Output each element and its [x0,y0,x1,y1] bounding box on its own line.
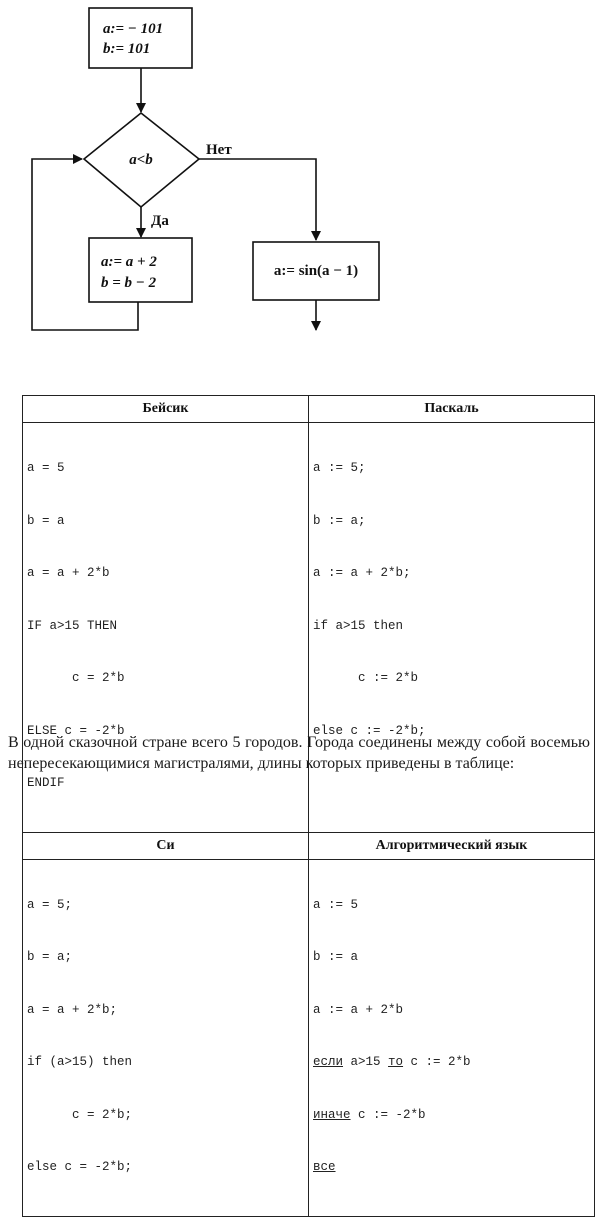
yes-label: Да [151,213,169,229]
code-line: b = a [27,513,65,528]
code-line-end: все [313,1159,590,1177]
loop-block [88,237,193,303]
code-fragment: a>15 [343,1055,389,1069]
code-line: a := a + 2*b [313,1002,404,1017]
code-line: a = 5; [27,897,73,912]
header-row-2: Си Алгоритмический язык [22,831,595,860]
keyword-then: то [388,1055,404,1069]
code-line: c = 2*b; [27,1107,133,1122]
no-label: Нет [206,142,232,158]
code-line: IF a>15 THEN [27,618,118,633]
code-line: ENDIF [27,776,65,790]
code-line: ELSE c = -2*b [27,723,125,738]
code-row-2: a = 5; b = a; a = a + 2*b; if (a>15) the… [22,858,595,1217]
init-line-2: b:= 101 [103,41,150,57]
keyword-if: если [313,1055,344,1069]
code-line: a = a + 2*b; [27,1002,118,1017]
keyword-else: иначе [313,1107,351,1122]
code-line: c := 2*b [313,671,419,685]
header-basic: Бейсик [22,395,309,423]
header-c: Си [22,831,309,860]
exit-block [252,241,380,301]
code-line: b = a; [27,950,73,964]
code-row-1: a = 5 b = a a = a + 2*b IF a>15 THEN c =… [22,422,595,833]
code-line: if (a>15) then [27,1055,133,1069]
init-block [88,7,193,69]
task-text: В одной сказочной стране всего 5 городов… [8,734,590,772]
code-line: a = 5 [27,461,65,475]
code-line: b := a; [313,513,366,528]
exit-block-text: a:= sin(a − 1) [274,263,358,279]
code-line: b := a [313,950,359,964]
code-line: a := 5; [313,461,366,475]
arrow-no [199,158,321,241]
loop-back-line [31,154,139,331]
header-pascal: Паскаль [308,395,595,423]
code-fragment: c := 2*b [403,1055,471,1069]
code-line: a = a + 2*b [27,566,110,580]
init-line-1: a:= − 101 [103,21,163,37]
header-algo: Алгоритмический язык [308,831,595,860]
code-line: a := 5 [313,897,359,912]
code-line: else c := -2*b; [313,723,426,738]
code-line: a := a + 2*b; [313,566,411,580]
pascal-code-cell: a := 5; b := a; a := a + 2*b; if a>15 th… [308,422,595,833]
code-line-else: иначе c := -2*b [313,1107,590,1125]
header-row-1: Бейсик Паскаль [22,395,595,423]
condition-text: a<b [129,152,153,168]
code-fragment: c := -2*b [350,1107,426,1122]
algo-code-cell: a := 5 b := a a := a + 2*b если a>15 то … [308,858,595,1217]
code-line: c = 2*b [27,671,125,685]
loop-line-1: a:= a + 2 [101,254,157,270]
c-code-cell: a = 5; b = a; a = a + 2*b; if (a>15) the… [22,858,309,1217]
code-line: else c = -2*b; [27,1160,133,1174]
loop-line-2: b = b − 2 [101,275,157,291]
flowchart: a:= − 101 b:= 101 a<b Нет Да a:= a + 2 b… [31,7,380,331]
code-line-if: если a>15 то c := 2*b [313,1054,590,1072]
keyword-end: все [313,1160,336,1174]
code-table: Бейсик Паскаль a = 5 b = a a = a + 2*b I… [22,395,595,1217]
code-line: if a>15 then [313,618,404,633]
